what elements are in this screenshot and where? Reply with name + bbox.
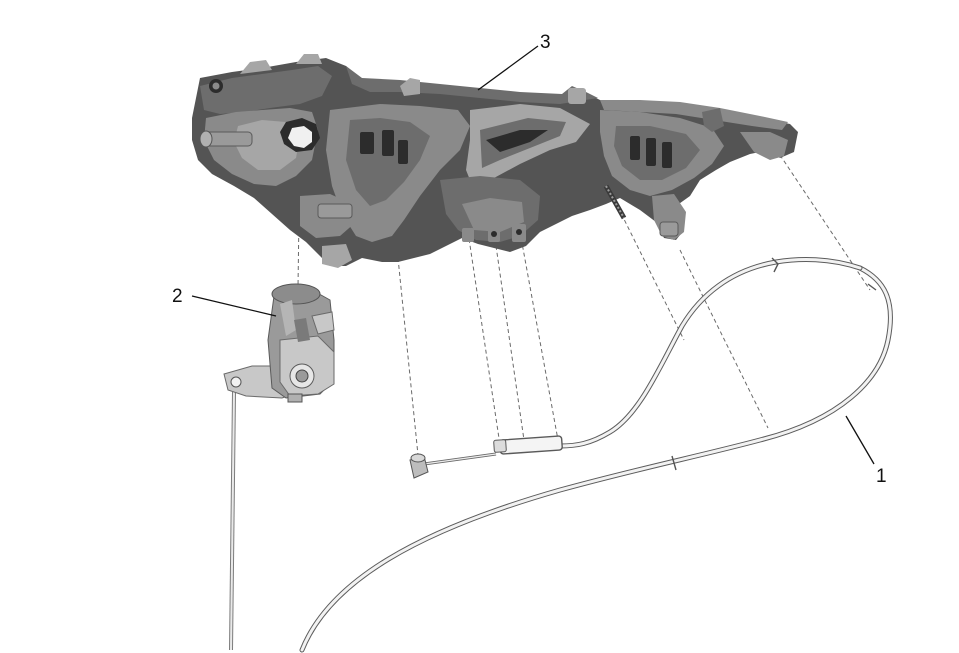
lock-cylinder-assembly — [223, 283, 335, 651]
spring-coil — [603, 184, 627, 220]
callout-3: 3 — [477, 32, 551, 91]
handle-bracket — [192, 54, 798, 268]
callout-2: 2 — [172, 286, 277, 317]
callout-label-2: 2 — [172, 286, 183, 307]
callout-1: 1 — [845, 415, 887, 487]
bowden-cable — [299, 257, 893, 653]
callout-label-3: 3 — [540, 32, 551, 53]
callout-label-1: 1 — [876, 466, 887, 487]
